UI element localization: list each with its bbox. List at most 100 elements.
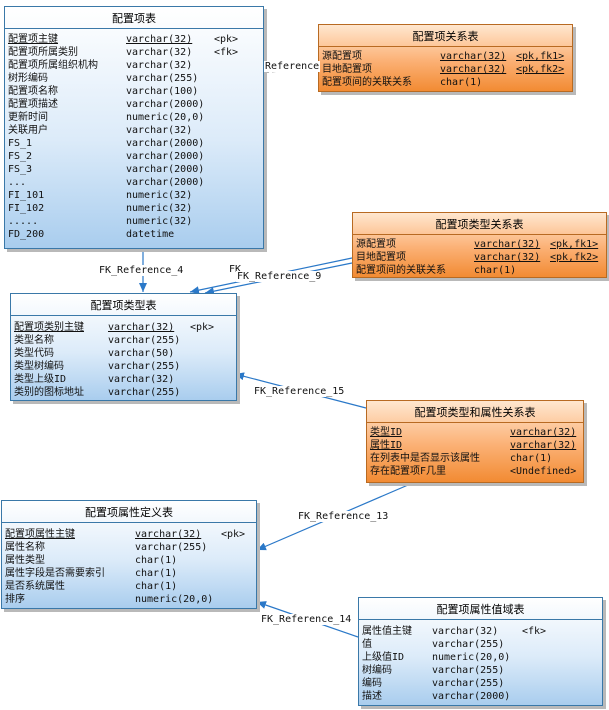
fk-reference-8-label: FK_ xyxy=(228,264,249,275)
column-key: <pk,fk2> xyxy=(550,252,599,263)
column-key: <pk,fk1> xyxy=(516,51,565,62)
column-type: varchar(255) xyxy=(126,73,199,84)
column-type: numeric(32) xyxy=(126,190,193,201)
column-name: 值 xyxy=(362,639,372,650)
column-name: 类型代码 xyxy=(14,348,54,359)
column-name: FS_1 xyxy=(8,138,33,149)
column-type: char(1) xyxy=(135,568,178,579)
column-name: 配置项名称 xyxy=(8,86,58,97)
table-title: 配置项属性定义表 xyxy=(2,501,256,523)
column-type: varchar(32) xyxy=(126,47,193,58)
column-name: 属性ID xyxy=(370,440,403,451)
column-name: 配置项类别主键 xyxy=(14,322,84,333)
column-type: varchar(50) xyxy=(108,348,175,359)
column-name: 源配置项 xyxy=(356,239,396,250)
column-key: <pk,fk2> xyxy=(516,64,565,75)
column-name: 源配置项 xyxy=(322,51,362,62)
table-row: 配置项所属类别 varchar(32) <fk> xyxy=(5,46,263,59)
column-name: ... xyxy=(8,177,27,188)
column-type: char(1) xyxy=(474,265,517,276)
column-type: varchar(255) xyxy=(432,678,505,689)
column-type: varchar(255) xyxy=(135,542,208,553)
column-name: FI_102 xyxy=(8,203,45,214)
table-title: 配置项类型表 xyxy=(11,294,236,316)
column-name: 目地配置项 xyxy=(356,252,406,263)
table-title: 配置项类型和属性关系表 xyxy=(367,401,583,423)
table-title: 配置项关系表 xyxy=(319,25,572,47)
column-type: varchar(2000) xyxy=(432,691,511,702)
column-type: varchar(32) xyxy=(135,529,202,540)
column-key: <pk,fk1> xyxy=(550,239,599,250)
column-name: 排序 xyxy=(5,594,25,605)
fk-reference-14-label: FK_Reference_14 xyxy=(260,614,353,625)
column-type: varchar(32) xyxy=(474,239,541,250)
column-type: numeric(20,0) xyxy=(432,652,511,663)
column-type: varchar(255) xyxy=(108,387,181,398)
column-type: varchar(32) xyxy=(440,64,507,75)
column-name: ..... xyxy=(8,216,39,227)
column-type: varchar(255) xyxy=(432,639,505,650)
fk-reference-13-label: FK_Reference_13 xyxy=(297,511,390,522)
table-row: 存在配置项F几里<Undefined> xyxy=(367,465,583,478)
column-key: <fk> xyxy=(214,47,239,58)
column-name: FS_3 xyxy=(8,164,33,175)
column-key: <pk> xyxy=(190,322,215,333)
column-type: varchar(255) xyxy=(432,665,505,676)
column-type: varchar(100) xyxy=(126,86,199,97)
column-type: <Undefined> xyxy=(510,466,577,477)
column-name: 配置项间的关联关系 xyxy=(322,77,412,88)
column-type: char(1) xyxy=(510,453,553,464)
column-name: 配置项描述 xyxy=(8,99,58,110)
column-name: FD_200 xyxy=(8,229,45,240)
column-type: varchar(32) xyxy=(126,125,193,136)
column-name: 上级值ID xyxy=(362,652,405,663)
reference-label: Reference xyxy=(264,61,321,72)
table-title: 配置项属性值域表 xyxy=(359,598,602,620)
table-row: ...varchar(2000) xyxy=(5,176,263,189)
column-type: datetime xyxy=(126,229,175,240)
table-row: 配置项名称 varchar(100) xyxy=(5,85,263,98)
fk-reference-9-label: FK_Reference_9 xyxy=(236,271,323,282)
column-name: 配置项所属类别 xyxy=(8,47,78,58)
table-title: 配置项类型关系表 xyxy=(353,213,606,235)
column-type: numeric(32) xyxy=(126,216,193,227)
column-type: varchar(2000) xyxy=(126,151,205,162)
table-row: ..... numeric(32) xyxy=(5,215,263,228)
column-type: varchar(32) xyxy=(440,51,507,62)
column-type: varchar(32) xyxy=(126,60,193,71)
table-row: 类型代码 varchar(50) xyxy=(11,347,236,360)
